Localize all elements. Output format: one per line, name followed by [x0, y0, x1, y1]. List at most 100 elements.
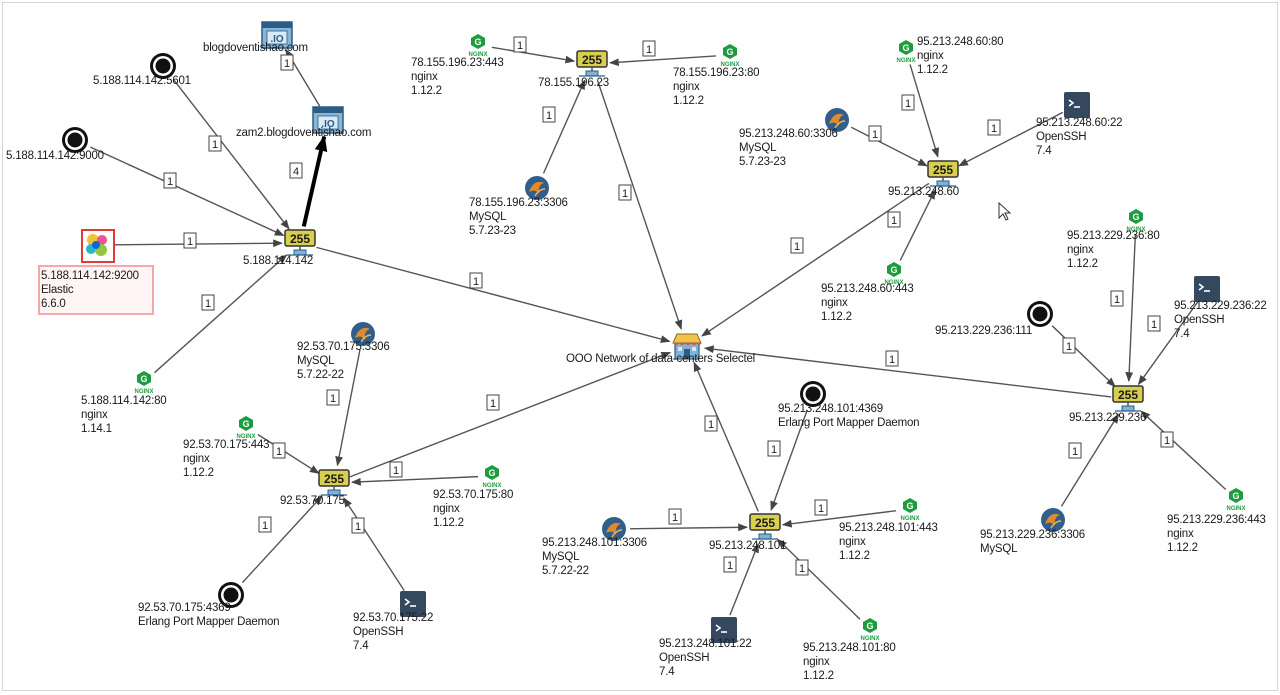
- edge-ip142-to-center[interactable]: [316, 246, 671, 343]
- node-version: 1.12.2: [1067, 258, 1098, 270]
- edge-h9200-to-ip142[interactable]: [113, 239, 283, 248]
- edge-h5601-to-ip142[interactable]: [172, 79, 290, 230]
- svg-text:1: 1: [205, 298, 211, 310]
- terminal-icon[interactable]: [399, 590, 427, 618]
- storefront-icon[interactable]: [671, 331, 703, 361]
- edge-m92-to-ip92[interactable]: [335, 349, 361, 467]
- server-255-icon[interactable]: 255: [575, 49, 609, 79]
- edge-e92-to-ip92[interactable]: [241, 495, 323, 583]
- edge-count-label: 1: [389, 461, 403, 478]
- edge-n60_80-to-ip60[interactable]: [909, 64, 940, 158]
- edge-n101_80-to-ip101[interactable]: [777, 538, 861, 620]
- edge-ip236-to-center[interactable]: [703, 345, 1112, 398]
- edge-n92_80-to-ip92[interactable]: [351, 475, 479, 486]
- node-address: 78.155.196.23:443: [411, 57, 504, 69]
- edge-m101-to-ip101[interactable]: [629, 523, 748, 532]
- edge-h236_111-to-ip236[interactable]: [1051, 325, 1116, 388]
- edge-n101_443-to-ip101[interactable]: [781, 510, 897, 528]
- node-version: 5.7.23-23: [469, 225, 516, 237]
- node-address: 5.188.114.142:80: [81, 395, 167, 407]
- node-label: 5.188.114.142:9000: [6, 149, 104, 163]
- edge-m60-to-ip60[interactable]: [850, 126, 928, 167]
- svg-text:G: G: [906, 501, 913, 511]
- node-product: nginx: [183, 453, 210, 465]
- edge-h9000-to-ip142[interactable]: [90, 146, 285, 237]
- server-255-icon[interactable]: 255: [317, 468, 351, 498]
- edge-n60_443-to-ip60[interactable]: [899, 189, 936, 261]
- terminal-icon[interactable]: [710, 616, 738, 644]
- terminal-icon[interactable]: [1063, 91, 1091, 119]
- edge-n78_80-to-ip78[interactable]: [608, 55, 717, 67]
- node-product: nginx: [411, 71, 438, 83]
- edge-count-label: 1: [1068, 442, 1082, 459]
- edge-count-label: 1: [790, 237, 804, 254]
- server-255-icon[interactable]: 255: [926, 159, 960, 189]
- node-version: 1.12.2: [803, 670, 834, 682]
- edge-ip142-to-zam2[interactable]: [301, 135, 328, 227]
- edge-m78-to-ip78[interactable]: [542, 79, 586, 174]
- node-address: 78.155.196.23:3306: [469, 197, 568, 209]
- node-product: OpenSSH: [1174, 314, 1225, 326]
- terminal-icon[interactable]: [1193, 275, 1221, 303]
- edge-ip78-to-center[interactable]: [596, 79, 683, 330]
- edge-n236_443-to-ip236[interactable]: [1140, 410, 1227, 491]
- edge-s236-to-ip236[interactable]: [1137, 301, 1199, 386]
- node-version: 5.7.23-23: [739, 156, 786, 168]
- target-circle-icon[interactable]: [216, 580, 246, 610]
- edge-ip60-to-center[interactable]: [701, 182, 930, 337]
- svg-text:NGINX: NGINX: [236, 434, 255, 439]
- edge-n78_443-to-ip78[interactable]: [491, 46, 576, 64]
- node-product: MySQL: [469, 211, 507, 223]
- edge-s101-to-ip101[interactable]: [729, 542, 759, 616]
- edge-s60-to-ip60[interactable]: [958, 111, 1064, 167]
- elastic-icon[interactable]: [82, 230, 112, 260]
- edge-s92-to-ip92[interactable]: [343, 497, 405, 591]
- server-255-icon[interactable]: 255: [283, 228, 317, 258]
- edge-h142_80-to-ip142[interactable]: [153, 254, 288, 374]
- web-page-io-icon[interactable]: .IO: [261, 21, 293, 49]
- svg-text:1: 1: [1151, 319, 1157, 331]
- node-address: 95.213.248.101:443: [839, 522, 938, 534]
- svg-text:1: 1: [330, 393, 336, 405]
- edge-ip92-to-center[interactable]: [349, 351, 672, 478]
- mysql-dolphin-icon[interactable]: [823, 106, 851, 134]
- edge-n92_443-to-ip92[interactable]: [257, 433, 320, 474]
- edge-e101-to-ip101[interactable]: [770, 409, 808, 511]
- mysql-dolphin-icon[interactable]: [600, 515, 628, 543]
- svg-text:G: G: [474, 37, 481, 47]
- target-circle-icon[interactable]: [1025, 299, 1055, 329]
- mysql-dolphin-icon[interactable]: [523, 174, 551, 202]
- node-label: 5.188.114.142:5601: [93, 74, 191, 88]
- edge-n236_80-to-ip236[interactable]: [1125, 233, 1137, 382]
- mysql-dolphin-icon[interactable]: [349, 320, 377, 348]
- svg-text:.IO: .IO: [321, 119, 335, 130]
- node-address: 92.53.70.175: [280, 495, 345, 507]
- edge-m236-to-ip236[interactable]: [1060, 413, 1120, 507]
- target-circle-icon[interactable]: [60, 125, 90, 155]
- edge-ip101-to-center[interactable]: [693, 361, 759, 512]
- svg-text:1: 1: [490, 398, 496, 410]
- server-255-icon[interactable]: 255: [1111, 384, 1145, 414]
- target-circle-icon[interactable]: [798, 379, 828, 409]
- node-version: 7.4: [659, 666, 675, 678]
- node-address: 95.213.229.236:3306: [980, 529, 1085, 541]
- node-label: 95.213.248.60: [888, 185, 959, 199]
- node-product: nginx: [1167, 528, 1194, 540]
- target-circle-icon[interactable]: [148, 51, 178, 81]
- web-page-io-icon[interactable]: .IO: [312, 106, 344, 134]
- server-255-icon[interactable]: 255: [748, 512, 782, 542]
- mysql-dolphin-icon[interactable]: [1039, 506, 1067, 534]
